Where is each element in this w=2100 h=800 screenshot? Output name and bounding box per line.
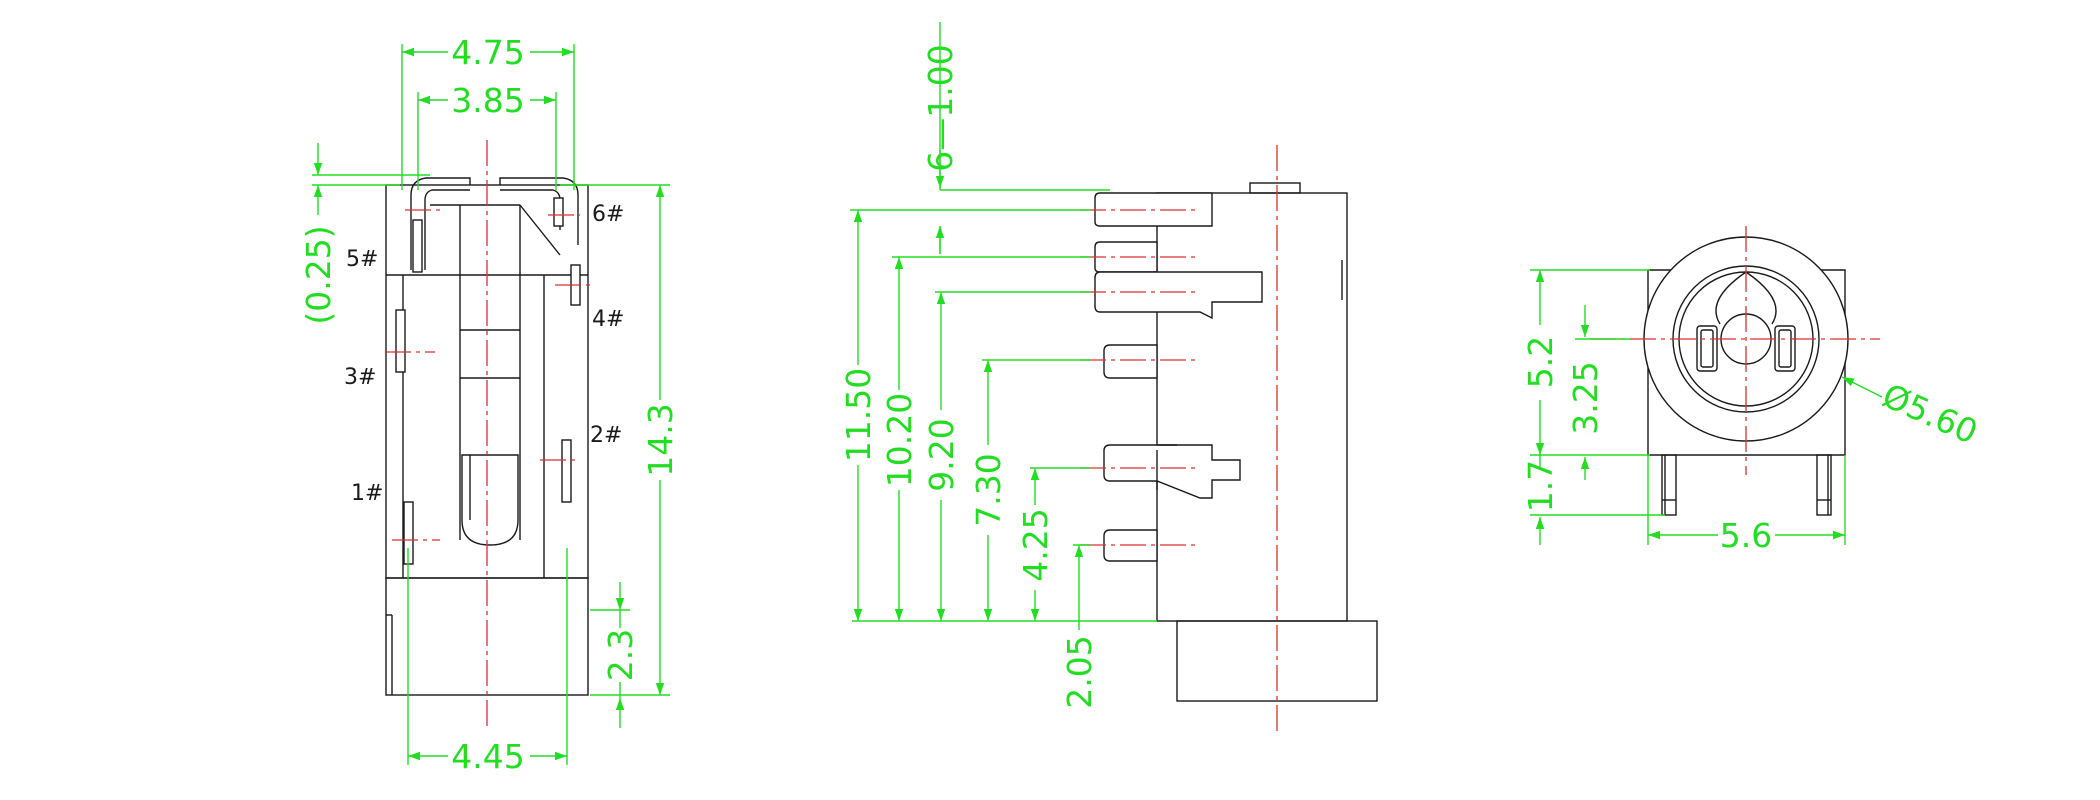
front-view-pin-labels: 5# 3# 1# 6# 4# 2# (344, 202, 624, 506)
dim-top-offset: (0.25) (299, 225, 338, 324)
dim-height-730: 7.30 (969, 453, 1008, 526)
pin-label-3: 3# (344, 365, 376, 390)
end-view-centerlines (1590, 226, 1880, 475)
dim-inner-width: 3.85 (451, 81, 524, 120)
end-leg-left (1661, 454, 1677, 516)
side-view: 11.50 10.20 9.20 7.30 4.25 2.05 (839, 22, 1378, 735)
pin-label-5: 5# (346, 247, 378, 272)
side-view-dimensions: 11.50 10.20 9.20 7.30 4.25 2.05 (839, 22, 1157, 709)
dim-center-height: 3.25 (1566, 361, 1605, 434)
dim-bottom-width: 4.45 (451, 737, 524, 776)
dim-height-425: 4.25 (1016, 508, 1055, 581)
pin-tab-2 (561, 439, 572, 503)
side-pin-5 (1103, 444, 1241, 499)
side-pin-4 (1103, 344, 1158, 379)
pin-label-4: 4# (592, 307, 624, 332)
pin-label-6: 6# (592, 202, 624, 227)
dim-total-height: 14.3 (641, 403, 680, 476)
dim-base-height: 2.3 (601, 629, 640, 681)
end-leg-right (1816, 454, 1832, 516)
pin-tab-5 (412, 219, 423, 273)
dim-leg-length: 1.7 (1521, 460, 1560, 512)
dim-diameter: Ø5.60 (1877, 376, 1984, 452)
pin-label-2: 2# (590, 423, 622, 448)
front-view-dimensions: 4.75 3.85 4.45 14.3 2.3 (299, 33, 680, 776)
dim-overall-width: 4.75 (451, 33, 524, 72)
end-left-slot (1696, 325, 1718, 372)
pin-tab-3 (395, 309, 406, 373)
end-right-slot (1774, 325, 1796, 372)
side-base-outline (1176, 620, 1378, 702)
dim-height-1020: 10.20 (880, 393, 919, 487)
side-view-centerlines (1080, 145, 1278, 735)
pin-tab-6 (553, 197, 564, 227)
side-pin-3 (1094, 271, 1263, 320)
dim-height-920: 9.20 (922, 418, 961, 491)
dim-end-width: 5.6 (1720, 516, 1772, 555)
side-top-nub (1249, 182, 1301, 194)
dim-height-1150: 11.50 (839, 368, 878, 462)
pin-label-1: 1# (351, 481, 383, 506)
dim-pin-width-six: 6—1.00 (921, 44, 960, 171)
front-view: 4.75 3.85 4.45 14.3 2.3 (299, 33, 680, 776)
side-view-outline (1094, 182, 1378, 702)
front-view-centerlines (385, 140, 590, 730)
dim-height-205: 2.05 (1060, 635, 1099, 708)
end-view: 5.2 3.25 1.7 5.6 Ø5.60 (1521, 226, 1983, 555)
dim-end-height: 5.2 (1521, 336, 1560, 388)
